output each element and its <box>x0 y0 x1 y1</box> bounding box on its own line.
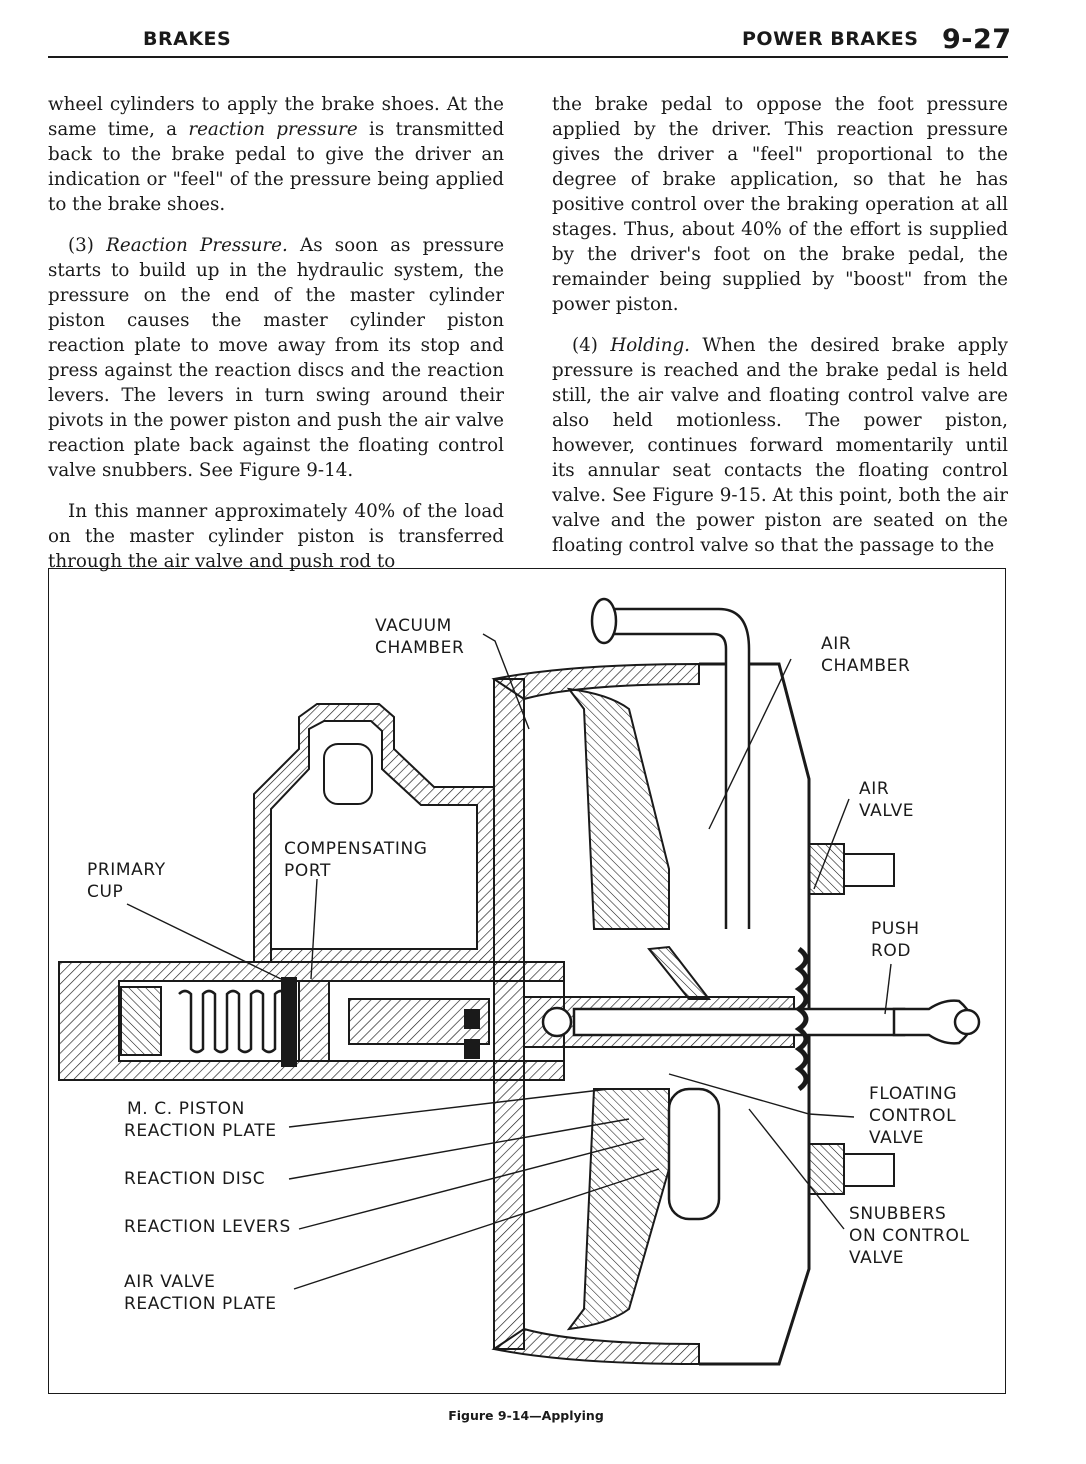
text-run: wheel cylinders to apply the brake shoes… <box>48 94 504 140</box>
label-av-reaction-plate-2: REACTION PLATE <box>124 1294 277 1314</box>
label-air-valve-1: AIR <box>859 779 889 799</box>
label-compensating-port-2: PORT <box>284 861 331 881</box>
label-snubbers-2: ON CONTROL <box>849 1226 970 1246</box>
paragraph: In this manner approximately 40% of the … <box>48 501 504 572</box>
label-mc-piston-1: M. C. PISTON <box>127 1099 245 1119</box>
emphasis-text: Holding. <box>610 335 690 356</box>
label-reaction-disc: REACTION DISC <box>124 1169 265 1189</box>
label-air-valve-2: VALVE <box>859 801 914 821</box>
header-rule <box>48 56 1008 58</box>
figure-caption: Figure 9-14—Applying <box>0 1408 1086 1423</box>
push-rod <box>892 999 981 1045</box>
label-vacuum-chamber-1: VACUUM <box>375 616 452 636</box>
label-primary-cup-1: PRIMARY <box>87 860 166 880</box>
header-chapter-title: POWER BRAKES <box>742 28 919 50</box>
right-text-column: the brake pedal to oppose the foot press… <box>552 92 1008 574</box>
booster-housing <box>491 662 895 1366</box>
step-number: (3) <box>68 235 94 256</box>
paragraph: (3) Reaction Pressure. As soon as pressu… <box>48 233 504 483</box>
label-floating-valve-2: CONTROL <box>869 1106 956 1126</box>
label-air-chamber-2: CHAMBER <box>821 656 910 676</box>
label-push-rod-1: PUSH <box>871 919 920 939</box>
figure-frame: VACUUM CHAMBER AIR CHAMBER AIR VALVE COM… <box>48 568 1006 1394</box>
label-push-rod-2: ROD <box>871 941 911 961</box>
emphasis-text: Reaction Pressure. <box>106 235 288 256</box>
label-floating-valve-1: FLOATING <box>869 1084 957 1104</box>
figure-caption-text: Figure 9-14—Applying <box>448 1408 604 1423</box>
figure-labels: VACUUM CHAMBER AIR CHAMBER AIR VALVE COM… <box>87 616 970 1314</box>
paragraph: the brake pedal to oppose the foot press… <box>552 94 1008 315</box>
power-brake-illustration: VACUUM CHAMBER AIR CHAMBER AIR VALVE COM… <box>58 597 981 1366</box>
label-snubbers-1: SNUBBERS <box>849 1204 946 1224</box>
text-run: is transmitted back to the brake pedal t… <box>48 119 505 215</box>
power-piston-assembly <box>523 945 906 1092</box>
step-number: (4) <box>572 335 598 356</box>
text-run: As soon as pressure starts to build up i… <box>48 235 505 481</box>
label-air-chamber-1: AIR <box>821 634 851 654</box>
leader-lines <box>126 633 892 1290</box>
header-section-title: BRAKES <box>143 28 232 50</box>
emphasis-text: reaction pressure <box>188 119 358 140</box>
air-inlet-tube <box>590 597 751 929</box>
page-number: 9-27 <box>942 24 1012 55</box>
label-reaction-levers: REACTION LEVERS <box>124 1217 291 1237</box>
label-mc-piston-2: REACTION PLATE <box>124 1121 277 1141</box>
text-run: When the desired brake apply pressure is… <box>552 335 1008 556</box>
left-text-column: wheel cylinders to apply the brake shoes… <box>48 92 504 590</box>
label-floating-valve-3: VALVE <box>869 1128 924 1148</box>
label-av-reaction-plate-1: AIR VALVE <box>124 1272 215 1292</box>
piston-spring <box>120 977 490 1067</box>
label-primary-cup-2: CUP <box>87 882 123 902</box>
label-vacuum-chamber-2: CHAMBER <box>375 638 464 658</box>
paragraph: wheel cylinders to apply the brake shoes… <box>48 92 504 217</box>
label-compensating-port-1: COMPENSATING <box>284 839 428 859</box>
label-snubbers-3: VALVE <box>849 1248 904 1268</box>
paragraph: (4) Holding. When the desired brake appl… <box>552 333 1008 558</box>
